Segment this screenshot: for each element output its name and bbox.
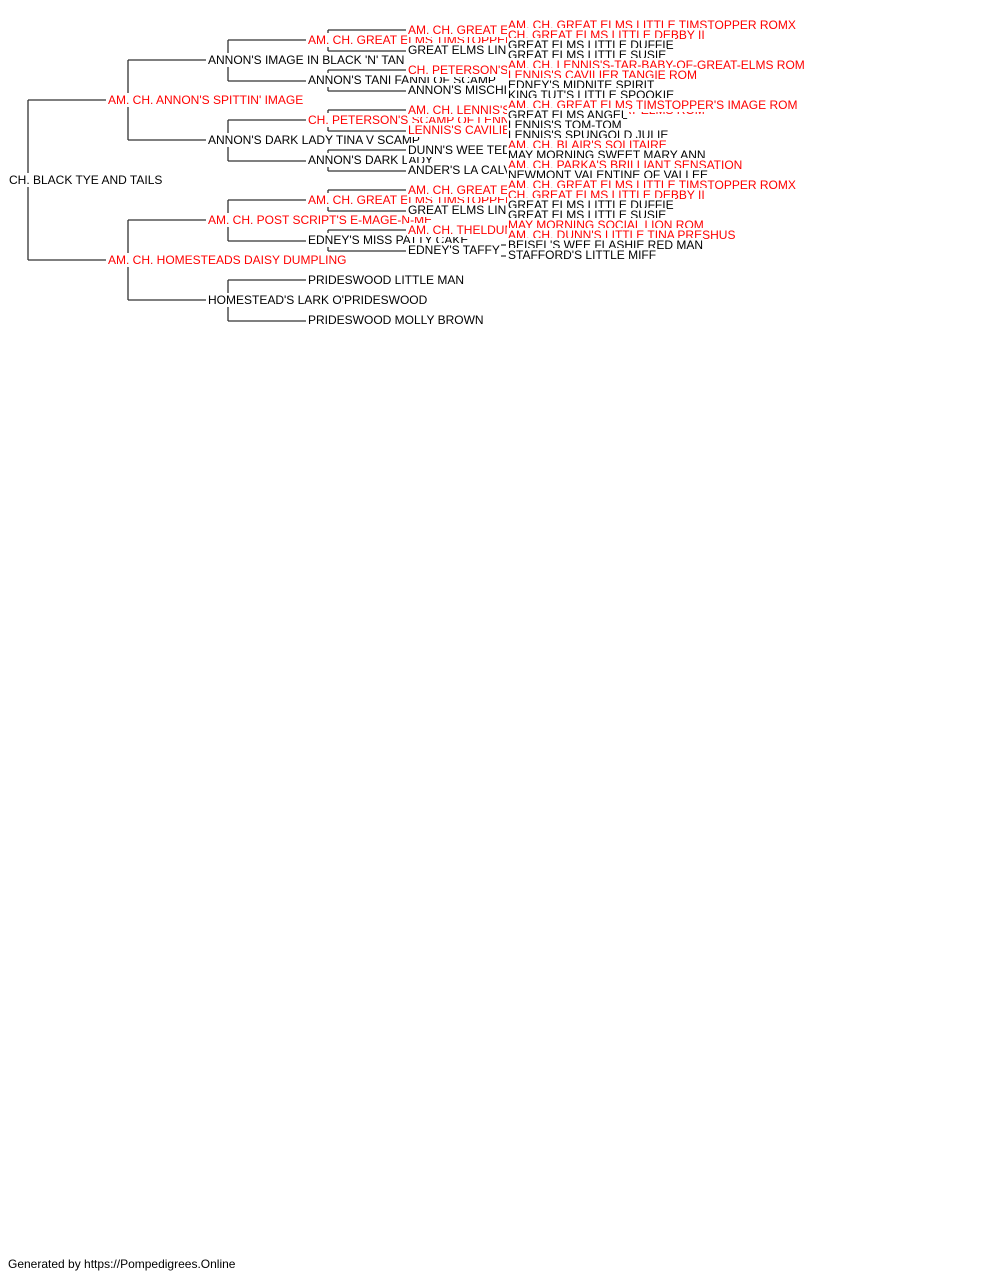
grandparent-name[interactable]: ANNON'S IMAGE IN BLACK 'N' TAN [207,53,406,67]
subject-name[interactable]: CH. BLACK TYE AND TAILS [8,173,164,187]
generator-credit: Generated by https://Pompedigrees.Online [8,1257,236,1271]
great-great-grandparent-name[interactable]: EDNEY'S TAFFY [407,243,501,257]
great-grandparent-name[interactable]: PRIDESWOOD MOLLY BROWN [307,313,485,327]
grandparent-name[interactable]: HOMESTEAD'S LARK O'PRIDESWOOD [207,293,429,307]
great-great-grandparent-name[interactable]: GREAT ELMS LINDA [407,203,524,217]
parent-name[interactable]: AM. CH. ANNON'S SPITTIN' IMAGE [107,93,305,107]
parent-name[interactable]: AM. CH. HOMESTEADS DAISY DUMPLING [107,253,348,267]
undefined-name[interactable]: STAFFORD'S LITTLE MIFF [507,248,658,262]
great-grandparent-name[interactable]: ANNON'S DARK LADY [307,153,434,167]
great-grandparent-name[interactable]: PRIDESWOOD LITTLE MAN [307,273,466,287]
grandparent-name[interactable]: ANNON'S DARK LADY TINA V SCAMP [207,133,421,147]
grandparent-name[interactable]: AM. CH. POST SCRIPT'S E-MAGE-N-ME [207,213,434,227]
great-great-grandparent-name[interactable]: GREAT ELMS LINDA [407,43,524,57]
